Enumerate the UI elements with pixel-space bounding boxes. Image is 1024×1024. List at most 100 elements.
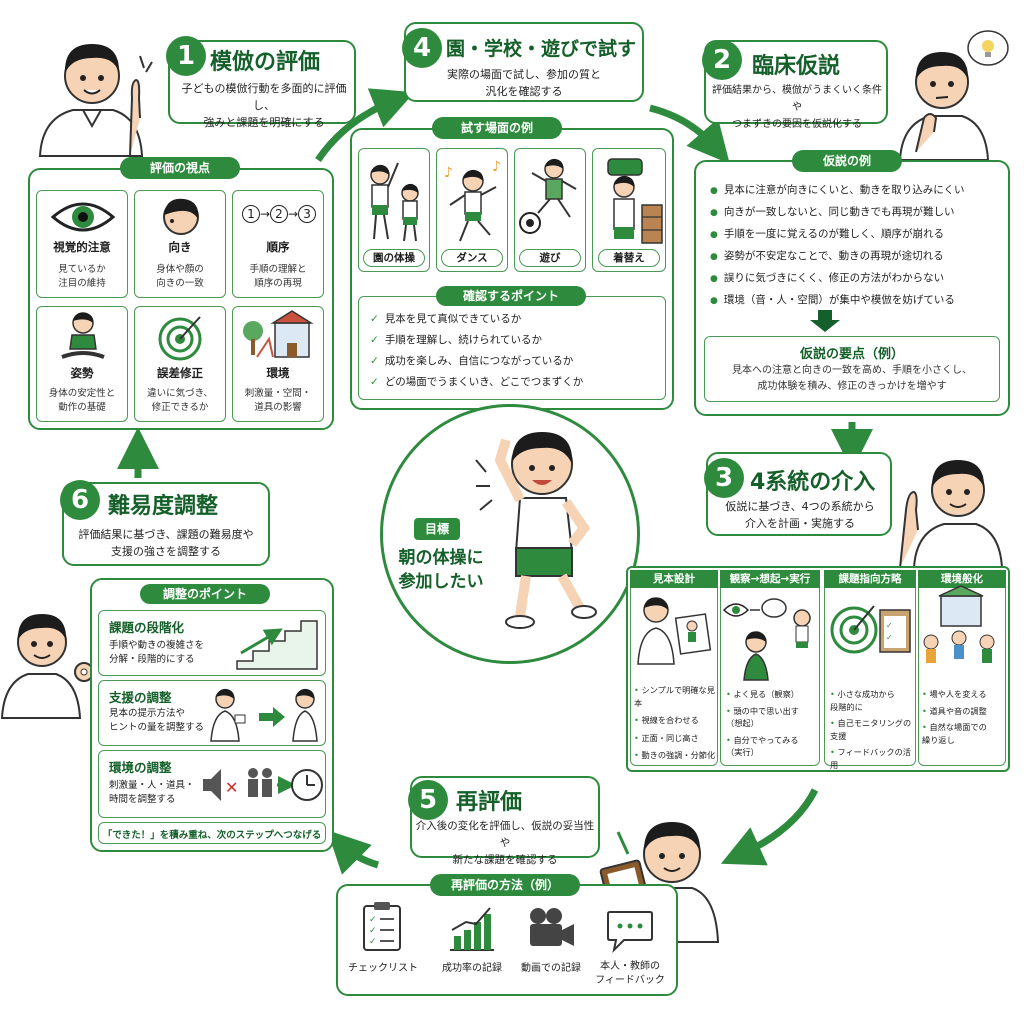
intervention-item: 場や人を変える [922,688,1004,701]
section-1-box: 1 模倣の評価 子どもの模倣行動を多面的に評価し、 強みと課題を明確にする [166,36,356,129]
svg-text:✓: ✓ [369,915,377,925]
environment-adjust-icon: ✕ [203,768,323,801]
intervention-item: 小さな成功から 段階的に [830,688,914,713]
section-6-number: 6 [60,480,100,520]
perspective-card-visual-attention: 視覚的注意 見ているか 注目の維持 [36,190,128,298]
method-label: 本人・教師の フィードバック [595,961,665,986]
hypothesis-item: 見本に注意が向きにくいと、動きを取り込みにくい [710,180,965,202]
svg-text:♪: ♪ [492,159,501,175]
method-label: チェックリスト [348,963,418,974]
adjust-title: 支援の調整 [109,690,172,705]
check-point: 成功を楽しみ、自信につながっているか [370,351,583,372]
adjust-heading: 調整のポイント [140,584,270,604]
svg-text:✓: ✓ [886,621,893,630]
intervention-item: 動きの強調・分節化 [634,749,718,762]
perspective-card-sequence: 1→2→3 順序 手順の理解と 順序の再現 [232,190,324,298]
hypothesis-key-title: 仮説の要点（例） [799,347,904,362]
intervention-item: 正面・同じ高さ [634,732,718,745]
task-target-icon: ✓ ✓ [830,605,911,654]
intervention-item: よく見る（観察） [726,688,818,701]
section-4-box: 4 園・学校・遊びで試す 実際の場面で試し、参加の質と 汎化を確認する [402,22,644,102]
intervention-title: 課題指向方略 [824,570,916,588]
scene-label: 園の体操 [363,249,425,267]
teacher-ok-sign-icon [0,614,94,719]
perspective-card-environment: 環境 刺激量・空間・ 道具の影響 [232,306,324,422]
perspective-label: 視覚的注意 [53,240,111,254]
perspective-sub: 刺激量・空間・ 道具の影響 [244,388,312,413]
svg-text:✓: ✓ [369,926,377,936]
intervention-list: 小さな成功から 段階的に 自己モニタリングの 支援 フィードバックの活用 [830,688,914,771]
arrow-5-to-6 [327,830,380,875]
hypothesis-item: 姿勢が不安定なことで、動きの再現が途切れる [710,246,965,268]
perspective-label: 環境 [266,366,290,380]
section-6-box: 6 難易度調整 評価結果に基づき、課題の難易度や 支援の強さを調整する [60,480,270,566]
teacher-pointing-icon [899,460,1004,569]
section-2-box: 2 臨床仮説 評価結果から、模倣がうまくいく条件や つまずきの要因を仮説化する [702,40,888,130]
section-2-number: 2 [702,40,742,80]
perspective-card-error-correction: 誤差修正 違いに気づき、 修正できるか [134,306,226,422]
perspective-label: 向き [168,240,192,254]
intervention-item: シンプルで明確な見本 [634,684,718,709]
method-label: 成功率の記録 [442,963,502,974]
video-camera-icon [530,908,574,946]
goal-badge: 目標 [414,518,460,540]
section-5-number: 5 [408,780,448,820]
intervention-item: 自然な場面での 繰り返し [922,721,1004,746]
scene-card-morning-exercise: 園の体操 [358,148,430,272]
adjust-text: 見本の提示方法や ヒントの量を調整する [109,708,205,733]
perspective-label: 姿勢 [70,366,94,380]
adjust-text: 手順や動きの複雑さを 分解・段階的にする [109,640,205,665]
svg-text:♪: ♪ [444,165,453,181]
hypothesis-list: 見本に注意が向きにくいと、動きを取り込みにくい 向きが一致しないと、同じ動きでも… [710,180,965,312]
hypothesis-key-box: 仮説の要点（例） 見本への注意と向きの一致を高め、手順を小さくし、 成功体験を積… [704,336,1000,402]
adjust-card-environment: 環境の調整 刺激量・人・道具・ 時間を調整する ✕ [98,750,326,818]
section-3-number: 3 [704,458,744,498]
section-5-desc: 介入後の変化を評価し、仮説の妥当性や 新たな課題を確認する [415,820,595,866]
scene-label: 着替え [598,249,660,267]
morning-exercise-icon [370,162,419,242]
speech-bubble-icon [607,911,653,954]
down-arrow-icon [810,310,840,332]
observe-recall-act-icon [722,598,811,681]
scene-card-changing-clothes: 着替え [592,148,666,272]
section-3-title: 4系統の介入 [750,470,876,495]
perspective-label: 誤差修正 [157,366,203,380]
intervention-item: 自分でやってみる （実行） [726,734,818,759]
stairs-icon [236,620,318,670]
check-points-heading: 確認するポイント [436,286,586,306]
hypothesis-item: 環境（音・人・空間）が集中や模倣を妨げている [710,290,965,312]
perspective-card-orientation: 向き 身体や顔の 向きの一致 [134,190,226,298]
hypothesis-item: 手順を一度に覚えるのが難しく、順序が崩れる [710,224,965,246]
step-2-circle: 2 [270,205,288,223]
adjust-title: 環境の調整 [109,760,172,775]
support-icon [210,688,318,742]
svg-text:✓: ✓ [886,633,893,642]
check-point: 手順を理解し、続けられているか [370,330,583,351]
intervention-item: 視線を合わせる [634,714,718,727]
perspective-card-posture: 姿勢 身体の安定性と 動作の基礎 [36,306,128,422]
target-icon [158,316,202,361]
adjust-card-task-grading: 課題の段階化 手順や動きの複雑さを 分解・段階的にする [98,610,326,676]
adjust-title: 課題の段階化 [109,620,185,635]
adjust-footer-text: 「できた！」を積み重ね、次のステップへつなげる [102,830,322,841]
checklist-icon: ✓ ✓ ✓ [363,902,401,951]
environment-icon [923,585,995,663]
section-2-title: 臨床仮説 [752,54,841,79]
intervention-list: よく見る（観察） 頭の中で思い出す （想起） 自分でやってみる （実行） [726,688,818,759]
hypothesis-heading: 仮説の例 [792,150,902,172]
perspective-label: 順序 [266,240,290,254]
check-point: どの場面でうまくいき、どこでつまずくか [370,372,583,393]
section-2-desc: 評価結果から、模倣がうまくいく条件や つまずきの要因を仮説化する [712,85,882,130]
step-1-circle: 1 [241,205,260,223]
teacher-thinking-icon [898,30,1009,161]
intervention-item: 自己モニタリングの 支援 [830,717,914,742]
section-5-box: 5 再評価 介入後の変化を評価し、仮説の妥当性や 新たな課題を確認する [408,776,600,866]
head-turn-icon [163,198,199,235]
svg-text:✕: ✕ [225,778,238,797]
section-6-desc: 評価結果に基づき、課題の難易度や 支援の強さを調整する [78,528,254,558]
section-3-desc: 仮説に基づき、4つの系統から 介入を計画・実施する [725,500,875,530]
svg-text:✓: ✓ [369,937,377,947]
check-point: 見本を見て真似できているか [370,309,583,330]
arrow-3-to-5 [720,788,819,866]
perspective-sub: 違いに気づき、 修正できるか [147,388,213,413]
